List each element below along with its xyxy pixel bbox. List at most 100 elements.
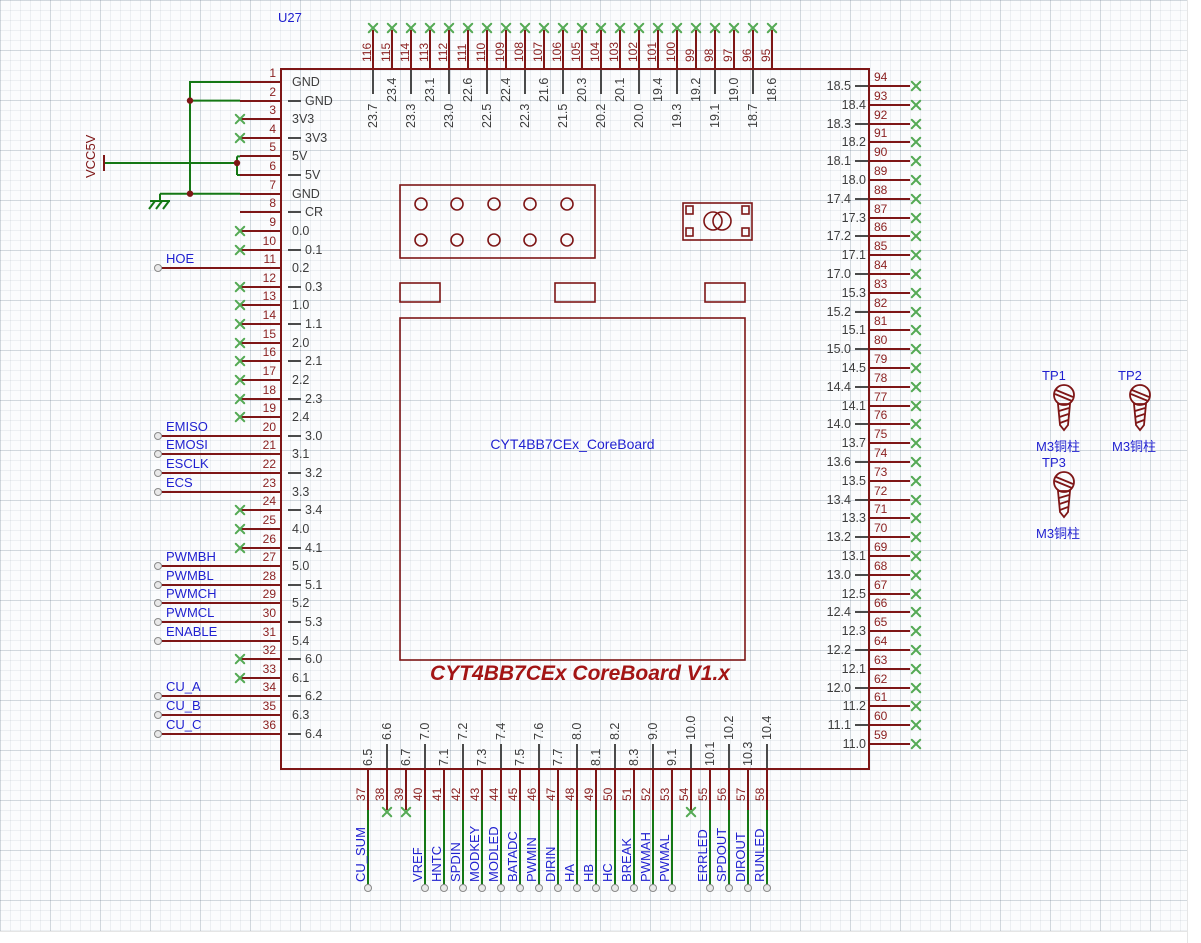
pin-65[interactable] [870, 630, 910, 633]
no-connect-icon[interactable] [381, 806, 393, 818]
no-connect-icon[interactable] [709, 22, 721, 34]
pin-51[interactable] [633, 770, 635, 810]
pin-3[interactable] [240, 118, 280, 121]
net-label-cu-b[interactable]: CU_B [166, 698, 201, 714]
pin-43[interactable] [481, 770, 483, 810]
pin-68[interactable] [870, 573, 910, 576]
pin-64[interactable] [870, 649, 910, 651]
pin-46[interactable] [538, 770, 540, 810]
pin-66[interactable] [870, 611, 910, 614]
pin-60[interactable] [870, 724, 910, 727]
pin-13[interactable] [240, 304, 280, 307]
pin-101[interactable] [657, 30, 659, 68]
wire[interactable] [162, 695, 240, 698]
pin-41[interactable] [443, 770, 445, 810]
no-connect-icon[interactable] [633, 22, 645, 34]
pin-4[interactable] [240, 136, 280, 139]
pin-1[interactable] [240, 81, 280, 83]
pin-33[interactable] [240, 676, 280, 679]
pin-103[interactable] [619, 30, 621, 68]
pin-49[interactable] [595, 770, 597, 810]
pin-7[interactable] [240, 192, 280, 195]
net-label-runled[interactable]: RUNLED [752, 828, 767, 882]
wire[interactable] [633, 810, 635, 885]
pin-102[interactable] [638, 30, 640, 68]
pin-47[interactable] [557, 770, 559, 810]
pin-22[interactable] [240, 472, 280, 475]
net-label-emiso[interactable]: EMISO [166, 418, 208, 434]
testpoint-screw-icon[interactable] [1122, 384, 1158, 434]
pin-67[interactable] [870, 592, 910, 595]
pin-76[interactable] [870, 423, 910, 426]
no-connect-icon[interactable] [685, 806, 697, 818]
net-label-modled[interactable]: MODLED [486, 826, 501, 882]
no-connect-icon[interactable] [519, 22, 531, 34]
wire[interactable] [462, 810, 464, 885]
pin-38[interactable] [386, 770, 388, 810]
pin-34[interactable] [240, 695, 280, 698]
net-label-pwmcl[interactable]: PWMCL [166, 604, 215, 620]
wire[interactable] [747, 810, 749, 885]
pin-78[interactable] [870, 385, 910, 388]
pin-71[interactable] [870, 517, 910, 520]
pin-69[interactable] [870, 555, 910, 557]
net-label-ecs[interactable]: ECS [166, 474, 193, 490]
pin-42[interactable] [462, 770, 464, 810]
pin-110[interactable] [486, 30, 488, 68]
pin-15[interactable] [240, 341, 280, 344]
testpoint-ref-tp2[interactable]: TP2 [1118, 368, 1142, 383]
pin-74[interactable] [870, 461, 910, 463]
wire[interactable] [595, 810, 597, 885]
pin-56[interactable] [728, 770, 730, 810]
wire[interactable] [557, 810, 559, 885]
pin-55[interactable] [709, 770, 711, 810]
no-connect-icon[interactable] [500, 22, 512, 34]
wire[interactable] [162, 565, 240, 568]
net-label-dirout[interactable]: DIROUT [733, 832, 748, 882]
pin-104[interactable] [600, 30, 602, 68]
net-label-hc[interactable]: HC [600, 863, 615, 882]
pin-2[interactable] [240, 99, 280, 102]
pin-27[interactable] [240, 565, 280, 568]
net-label-pwmch[interactable]: PWMCH [166, 586, 217, 602]
pin-81[interactable] [870, 329, 910, 332]
pin-75[interactable] [870, 442, 910, 445]
component-refdes[interactable]: U27 [278, 10, 302, 25]
testpoint-screw-icon[interactable] [1046, 471, 1082, 521]
pin-23[interactable] [240, 490, 280, 493]
wire[interactable] [500, 810, 502, 885]
pin-112[interactable] [448, 30, 450, 68]
wire[interactable] [443, 810, 445, 885]
pin-91[interactable] [870, 141, 910, 144]
wire[interactable] [162, 620, 240, 623]
pin-50[interactable] [614, 770, 616, 810]
wire[interactable] [162, 434, 240, 437]
pin-57[interactable] [747, 770, 749, 810]
wire[interactable] [424, 810, 426, 885]
wire[interactable] [367, 810, 369, 885]
net-label-emosi[interactable]: EMOSI [166, 437, 208, 453]
pin-21[interactable] [240, 453, 280, 456]
wire[interactable] [766, 810, 768, 885]
pin-18[interactable] [240, 397, 280, 400]
pin-95[interactable] [771, 30, 773, 68]
net-label-cu-c[interactable]: CU_C [166, 716, 202, 732]
pin-100[interactable] [676, 30, 678, 68]
no-connect-icon[interactable] [481, 22, 493, 34]
no-connect-icon[interactable] [766, 22, 778, 34]
wire[interactable] [481, 810, 483, 885]
testpoint-ref-tp1[interactable]: TP1 [1042, 368, 1066, 383]
pin-19[interactable] [240, 416, 280, 419]
pin-20[interactable] [240, 434, 280, 437]
pin-111[interactable] [467, 30, 469, 68]
pin-94[interactable] [870, 85, 910, 87]
pin-79[interactable] [870, 367, 910, 369]
pin-105[interactable] [581, 30, 583, 68]
wire[interactable] [728, 810, 730, 885]
pin-114[interactable] [410, 30, 412, 68]
scrollbar-horizontal[interactable] [0, 931, 1201, 943]
pin-88[interactable] [870, 197, 910, 200]
net-label-enable[interactable]: ENABLE [166, 623, 218, 639]
net-label-pwmah[interactable]: PWMAH [638, 832, 653, 882]
wire[interactable] [162, 583, 240, 586]
